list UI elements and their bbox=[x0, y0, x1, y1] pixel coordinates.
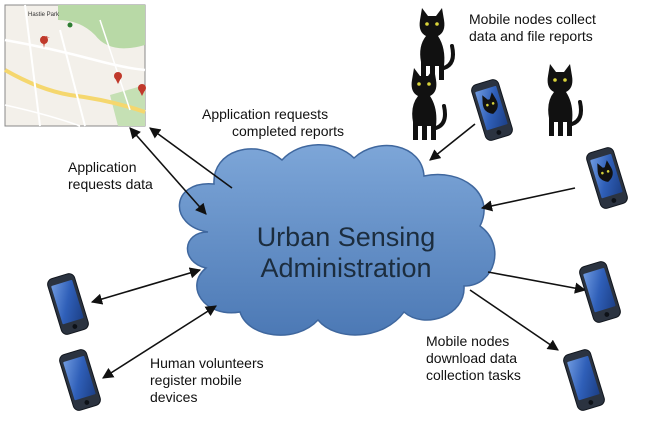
connector-arrows bbox=[90, 123, 587, 379]
label-mobile-nodes-download: Mobile nodes download data collection ta… bbox=[426, 333, 521, 383]
phone-with-cat-icon bbox=[584, 145, 630, 211]
map-marker-icon bbox=[138, 84, 146, 96]
cloud-shape bbox=[178, 144, 496, 336]
arrow-phone-left-bottom bbox=[102, 305, 217, 379]
label-application-requests-data: Application requests data bbox=[68, 159, 153, 192]
arrow-phone-top-to-cloud bbox=[429, 123, 476, 161]
label-application-requests-reports: Application requests completed reports bbox=[202, 106, 345, 139]
label-mobile-nodes-collect: Mobile nodes collect data and file repor… bbox=[469, 11, 596, 44]
map-place-label: Hastie Park bbox=[28, 12, 60, 18]
cloud-title-line-1: Urban Sensing bbox=[256, 222, 436, 252]
mobile-phone-icon bbox=[45, 271, 91, 337]
mobile-phone-icon bbox=[57, 347, 103, 413]
arrow-cloud-to-phone-right bbox=[487, 271, 587, 294]
mobile-phone-icon bbox=[561, 347, 607, 413]
cloud-title-line-2: Administration bbox=[260, 253, 432, 283]
mobile-phone-icon bbox=[577, 259, 623, 325]
black-cat-icon bbox=[417, 6, 455, 82]
map-thumbnail bbox=[4, 4, 146, 127]
black-cat-icon bbox=[545, 62, 583, 138]
phone-with-cat-icon bbox=[469, 77, 515, 143]
label-human-volunteers: Human volunteers register mobile devices bbox=[150, 355, 264, 405]
map-marker-icon bbox=[114, 72, 122, 84]
arrow-cloud-to-phone-bottom bbox=[469, 289, 559, 351]
cloud-title: Urban Sensing Administration bbox=[236, 222, 456, 284]
arrow-phone-right-to-cloud bbox=[480, 187, 576, 212]
arrow-phone-left-top bbox=[90, 267, 202, 305]
map-marker-icon bbox=[40, 36, 50, 48]
arrow-data-request bbox=[129, 127, 207, 215]
